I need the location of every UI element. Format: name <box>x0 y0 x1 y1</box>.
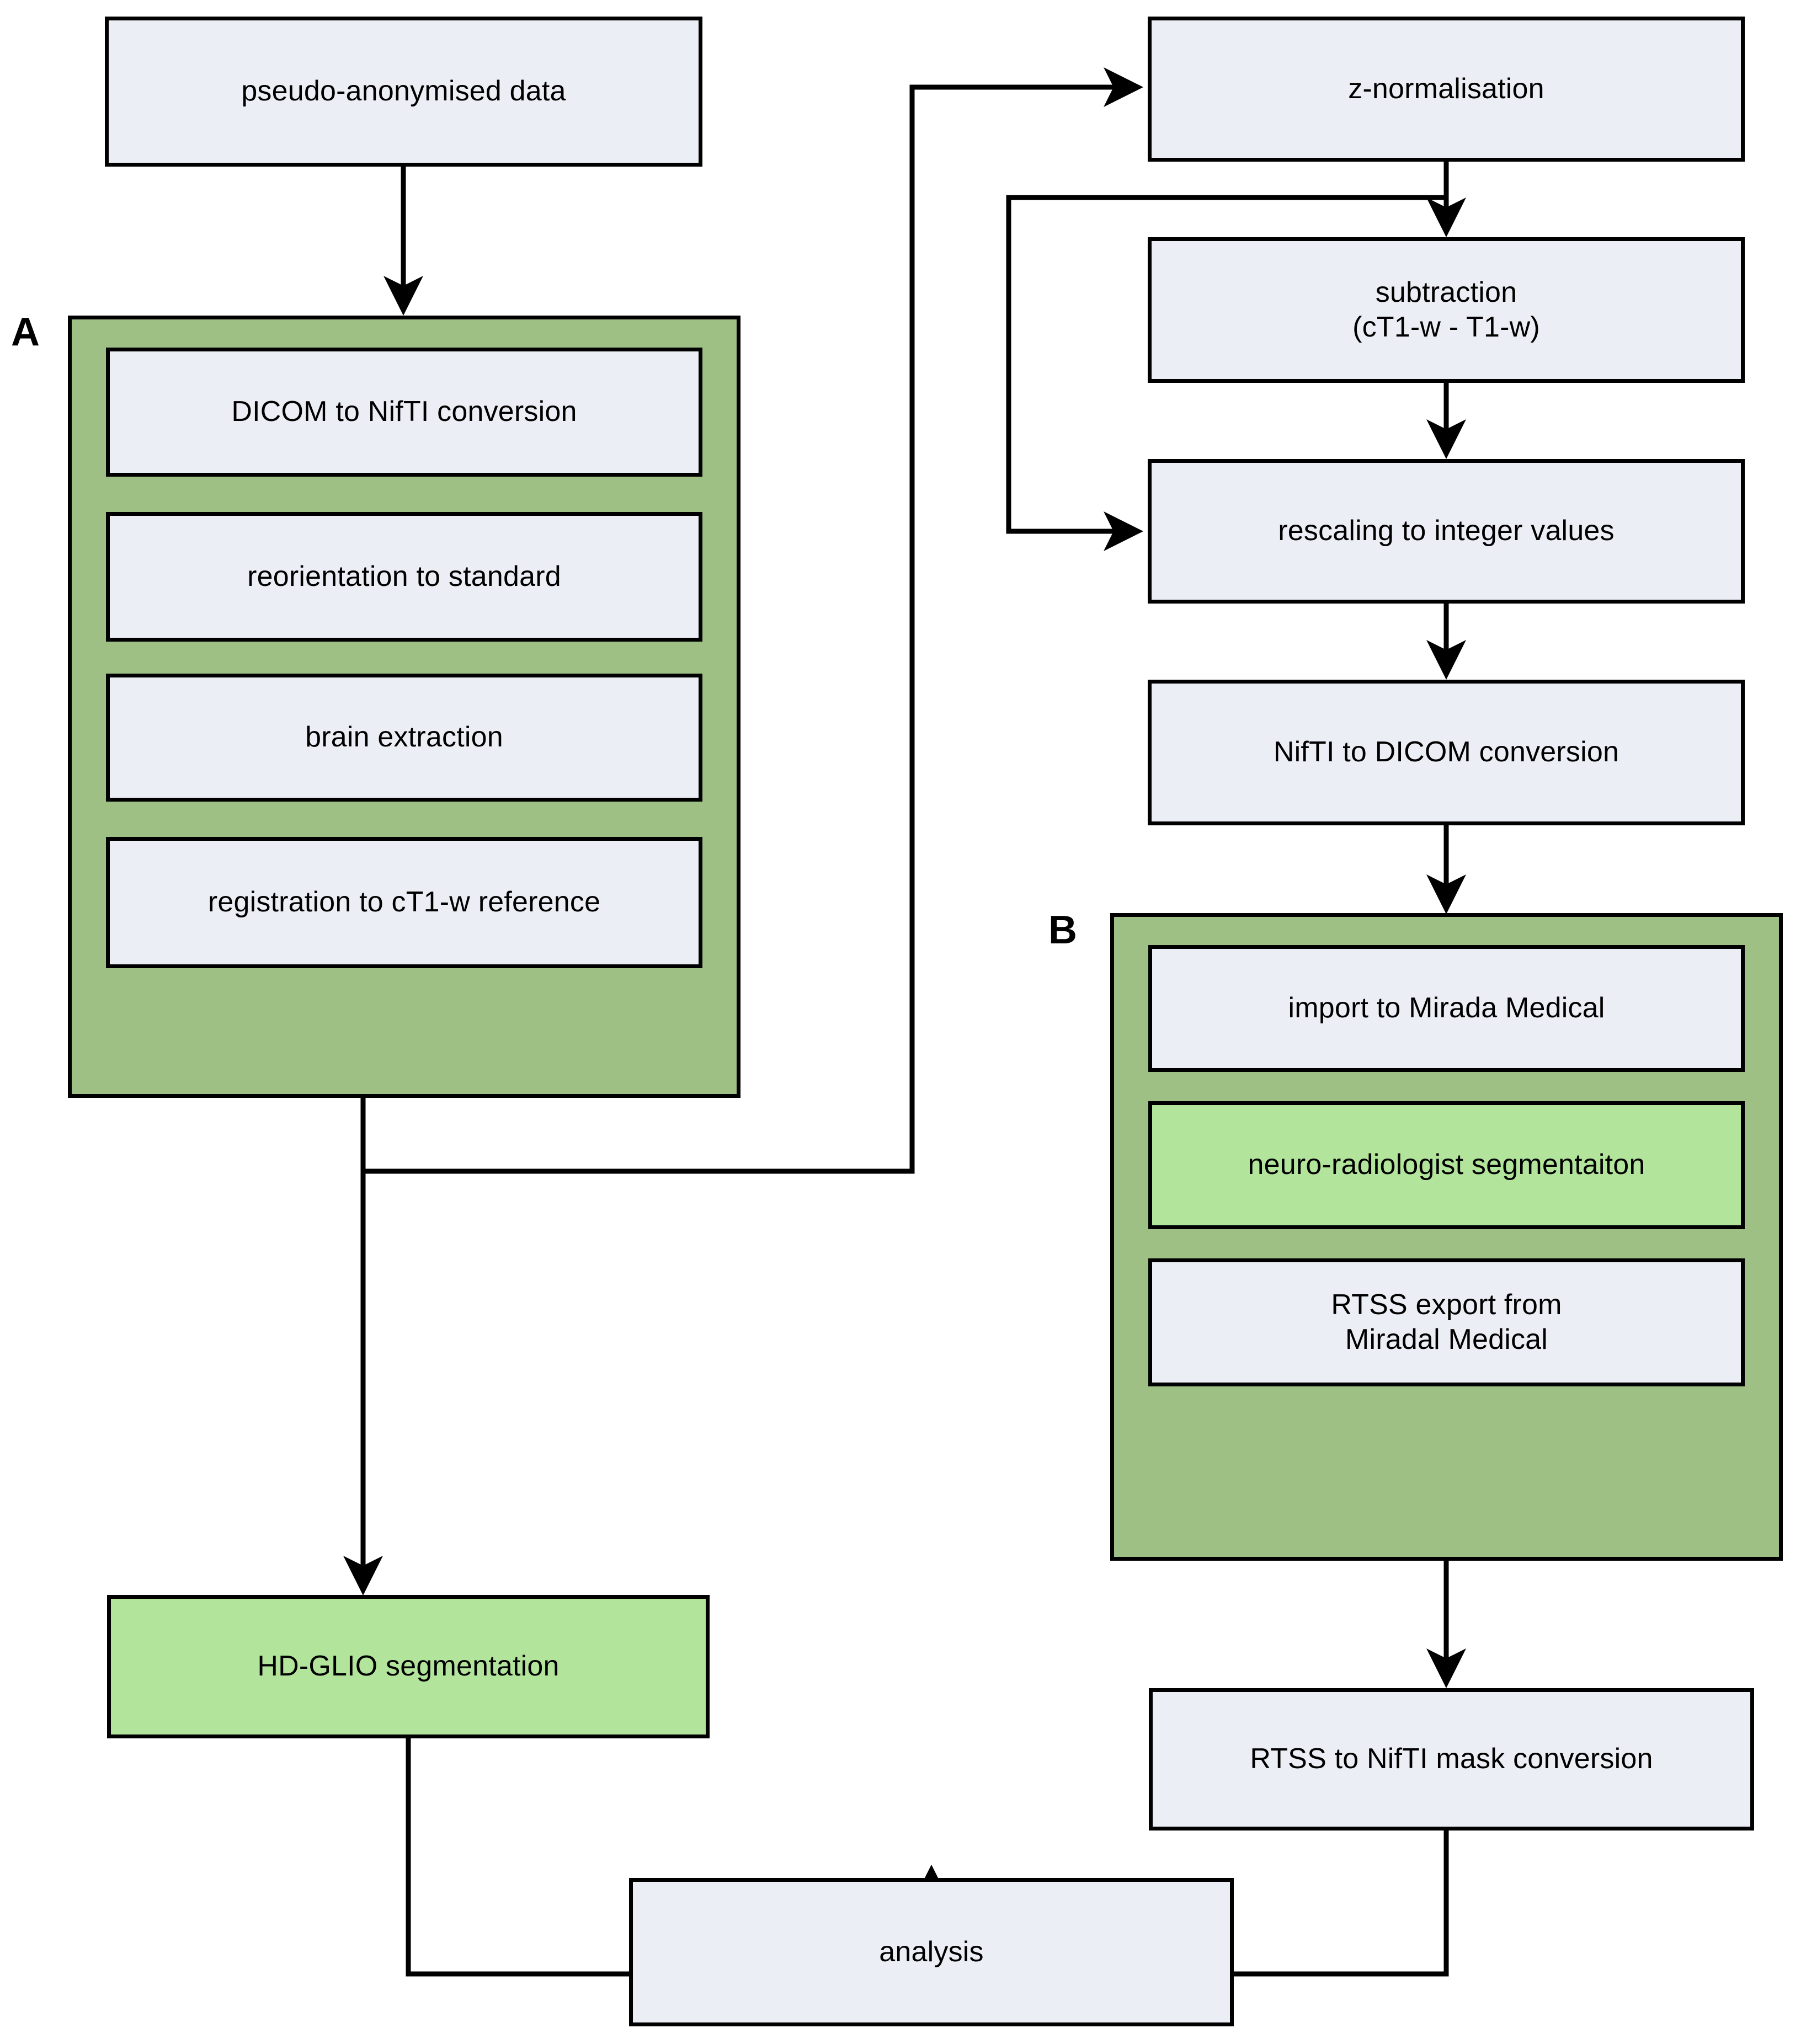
node-rescaling-to-integer-values[interactable]: rescaling to integer values <box>1148 459 1745 604</box>
node-brain-extraction[interactable]: brain extraction <box>106 674 702 802</box>
node-nifti-to-dicom-conversion[interactable]: NifTI to DICOM conversion <box>1148 680 1745 825</box>
node-dicom-to-nifti-conversion[interactable]: DICOM to NifTI conversion <box>106 348 702 477</box>
group-a-label: A <box>11 310 40 354</box>
node-z-normalisation[interactable]: z-normalisation <box>1148 17 1745 162</box>
node-reorientation-to-standard[interactable]: reorientation to standard <box>106 512 702 642</box>
node-rtss-export-from-miradal-medical[interactable]: RTSS export from Miradal Medical <box>1148 1258 1745 1386</box>
group-b-label: B <box>1048 908 1077 952</box>
node-neuro-radiologist-segmentation[interactable]: neuro-radiologist segmentaiton <box>1148 1101 1745 1229</box>
node-rtss-to-nifti-mask-conversion[interactable]: RTSS to NifTI mask conversion <box>1149 1688 1754 1830</box>
node-import-to-mirada-medical[interactable]: import to Mirada Medical <box>1148 945 1745 1072</box>
node-subtraction[interactable]: subtraction (cT1-w - T1-w) <box>1148 237 1745 383</box>
node-registration-to-ct1w-reference[interactable]: registration to cT1-w reference <box>106 837 702 968</box>
node-hd-glio-segmentation[interactable]: HD-GLIO segmentation <box>107 1595 710 1738</box>
node-pseudo-anonymised-data[interactable]: pseudo-anonymised data <box>105 17 702 167</box>
node-analysis[interactable]: analysis <box>629 1878 1234 2026</box>
edge-znorm-to-rescaling <box>1006 195 1446 551</box>
